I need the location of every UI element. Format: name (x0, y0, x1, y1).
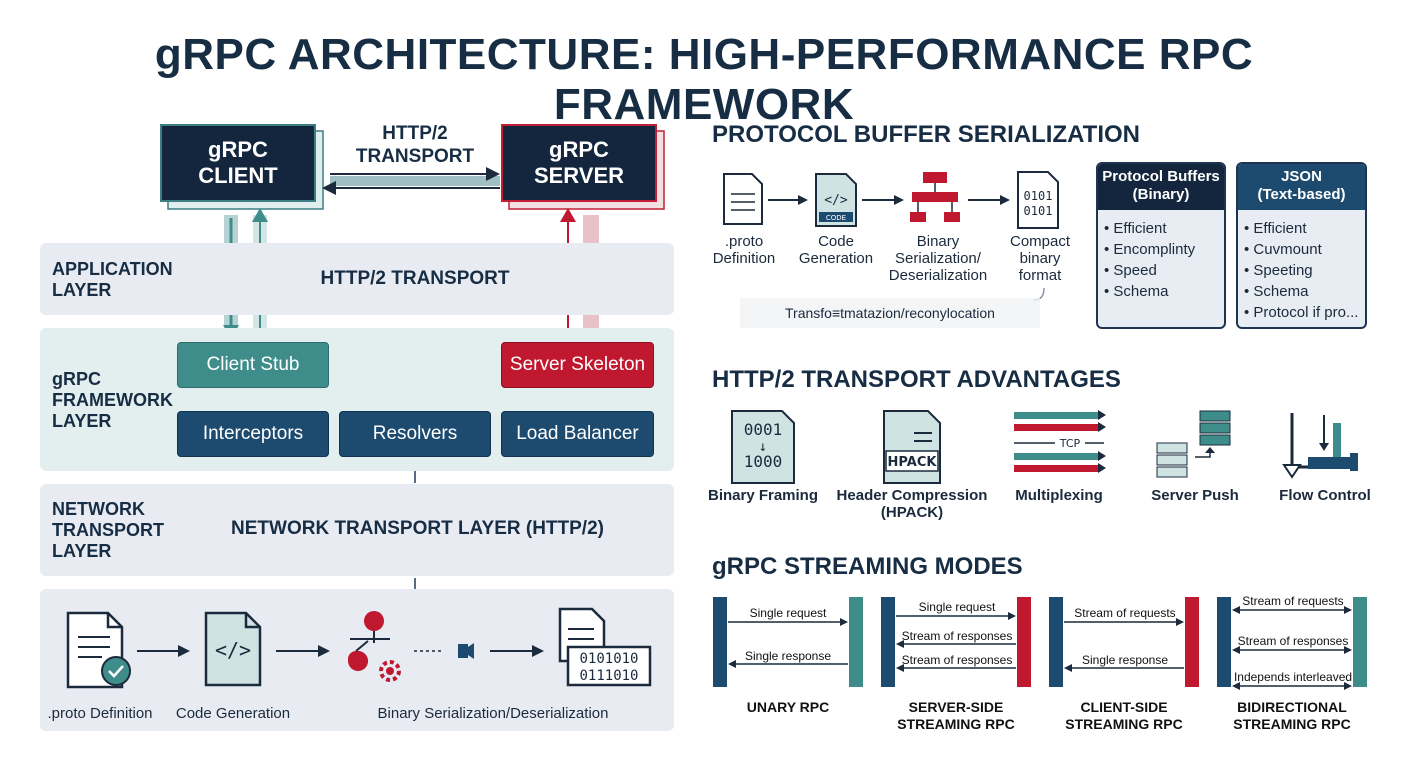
tree-icon (910, 172, 960, 222)
transport-line2: TRANSPORT (355, 146, 475, 167)
json-item: Cuvmount (1253, 241, 1322, 258)
resolvers: Resolvers (339, 411, 491, 457)
mode-server-streaming: SERVER-SIDE STREAMING RPC (897, 699, 1015, 732)
http2-heading: HTTP/2 TRANSPORT ADVANTAGES (712, 366, 1121, 393)
server-msg-1: Single request (918, 600, 996, 614)
tcp-tag: TCP (1059, 437, 1081, 450)
streaming-diagrams (713, 597, 1367, 690)
protobuf-heading: PROTOCOL BUFFER SERIALIZATION (712, 121, 1141, 148)
server-push-icon (1156, 410, 1231, 478)
code-tag: CODE (826, 214, 846, 222)
application-layer-center: HTTP/2 TRANSPORT (320, 268, 510, 289)
feature-server-push: Server Push (1151, 487, 1239, 504)
json-item: Schema (1253, 283, 1309, 300)
json-item: Speeting (1253, 262, 1313, 279)
feature-multiplexing: Multiplexing (1015, 487, 1103, 504)
hpack-tag: HPACK (888, 455, 938, 470)
transport-line1: HTTP/2 (382, 123, 448, 144)
feature-binary-framing: Binary Framing (707, 487, 819, 504)
proto-file-icon (723, 173, 763, 225)
binary-framing-icon: 0001 ↓ 1000 (731, 410, 795, 484)
json-title: JSON (Text-based) (1238, 164, 1365, 210)
client-line1: gRPC (208, 137, 268, 162)
pipeline-proto-caption: .proto Definition (47, 705, 153, 722)
framing-bottom: 1000 (744, 452, 783, 471)
http2-transport-caption: HTTP/2 TRANSPORT (345, 122, 485, 168)
binary-file-icon: 0101 0101 (1017, 171, 1059, 229)
pipeline-codegen-caption: Code Generation (175, 705, 291, 722)
svg-text:0101: 0101 (1024, 204, 1053, 218)
client-msg-1: Stream of requests (1074, 606, 1176, 620)
protobuf-binary-box: Protocol Buffers (Binary) • Efficient • … (1096, 162, 1226, 329)
json-item: Efficient (1253, 220, 1307, 237)
proto-document-icon (66, 611, 131, 689)
http2-icons: 0001 ↓ 1000 HPACK TCP (731, 410, 1358, 484)
interceptors: Interceptors (177, 411, 329, 457)
bits-line1: 0101010 (579, 651, 638, 667)
server-line1: gRPC (549, 137, 609, 162)
client-msg-2: Single response (1081, 653, 1169, 667)
server-skeleton: Server Skeleton (501, 342, 654, 388)
json-box: JSON (Text-based) • Efficient • Cuvmount… (1236, 162, 1367, 329)
server-msg-3: Stream of responses (901, 653, 1013, 667)
pipeline-icons: </> 0101010 0111010 (66, 607, 652, 689)
binary-item: Encomplinty (1113, 241, 1196, 258)
bidi-msg-2: Stream of responses (1237, 634, 1349, 648)
code-file-icon: </> (204, 611, 262, 687)
server-line2: SERVER (533, 163, 625, 188)
json-item: Protocol if pro... (1253, 304, 1359, 321)
application-layer (40, 243, 674, 315)
pipeline-binary-caption: Binary Serialization/Deserialization (377, 705, 609, 722)
svg-text:0101: 0101 (1024, 189, 1053, 203)
mode-client-streaming: CLIENT-SIDE STREAMING RPC (1065, 699, 1183, 732)
mode-bidirectional: BIDIRECTIONAL STREAMING RPC (1233, 699, 1351, 732)
network-layer-label: NETWORK TRANSPORT LAYER (52, 499, 164, 561)
binary-item: Efficient (1113, 220, 1167, 237)
mode-unary: UNARY RPC (746, 699, 830, 715)
protobuf-step-2: Code Generation (798, 233, 874, 267)
binary-item: Schema (1113, 283, 1169, 300)
client-stub: Client Stub (177, 342, 329, 388)
bits-line2: 0111010 (579, 668, 638, 684)
unary-msg-1: Single request (749, 606, 827, 620)
protobuf-flow-icons: </> CODE 0101 0101 (723, 171, 1059, 328)
binary-item: Speed (1113, 262, 1157, 279)
framing-top: 0001 (744, 420, 783, 439)
protobuf-step-4: Compact binary format (1009, 233, 1071, 284)
network-layer-center: NETWORK TRANSPORT LAYER (HTTP/2) (231, 518, 604, 539)
application-layer-label: APPLICATION LAYER (52, 259, 173, 300)
framing-arrow: ↓ (759, 439, 767, 455)
network-layer (40, 484, 674, 576)
protobuf-step-3: Binary Serialization/ Deserialization (888, 233, 988, 284)
client-line2: CLIENT (198, 163, 278, 188)
server-msg-2: Stream of responses (901, 629, 1013, 643)
streaming-heading: gRPC STREAMING MODES (712, 553, 1023, 580)
serialization-graph-icon (348, 611, 474, 682)
svg-text:</>: </> (215, 638, 251, 662)
feature-flow-control: Flow Control (1279, 487, 1371, 504)
protobuf-binary-title: Protocol Buffers (Binary) (1098, 164, 1224, 210)
flow-control-icon (1282, 413, 1358, 479)
hpack-icon: HPACK (883, 410, 941, 484)
load-balancer: Load Balancer (501, 411, 654, 457)
code-generation-icon: </> CODE (815, 173, 857, 227)
unary-msg-2: Single response (744, 649, 832, 663)
page-title: gRPC ARCHITECTURE: HIGH-PERFORMANCE RPC … (154, 30, 1254, 129)
bidi-msg-1: Stream of requests (1242, 594, 1344, 608)
framework-layer-label: gRPC FRAMEWORK LAYER (52, 369, 173, 431)
protobuf-loop-label: Transfo≡tmatazion/reconylocation (785, 305, 995, 321)
binary-document-icon: 0101010 0111010 (558, 607, 652, 687)
feature-header-compression: Header Compression (HPACK) (836, 487, 988, 521)
multiplexing-icon: TCP (1014, 410, 1106, 473)
bidi-msg-3: Independs interleaved (1233, 670, 1353, 684)
protobuf-step-1: .proto Definition (712, 233, 776, 267)
svg-text:</>: </> (824, 193, 848, 208)
